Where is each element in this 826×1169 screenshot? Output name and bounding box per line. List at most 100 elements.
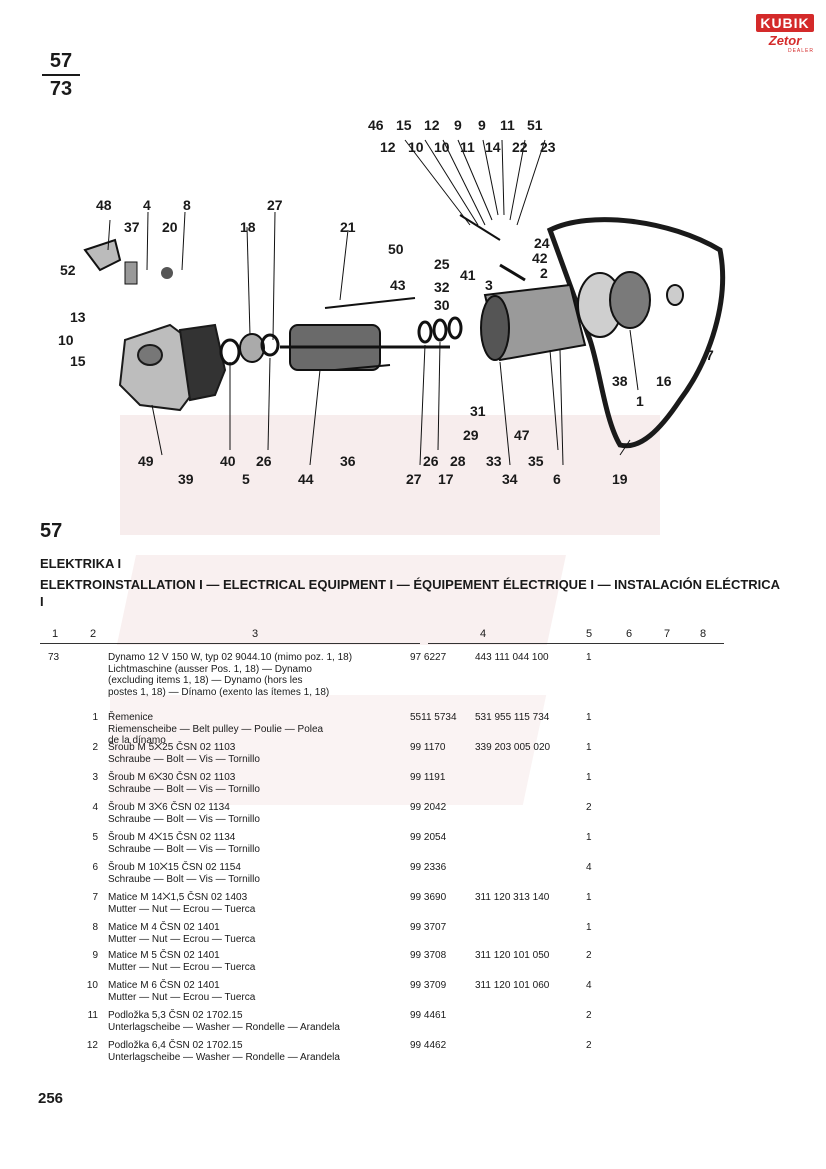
header-rule: [428, 643, 724, 644]
cell-quantity: 2: [586, 1010, 592, 1021]
callout-label: 12: [424, 117, 440, 133]
header-rule: [40, 643, 420, 644]
col-header-3: 3: [252, 628, 259, 640]
description-line: (excluding items 1, 18) — Dynamo (hors l…: [108, 675, 303, 686]
cell-description: Dynamo 12 V 150 W, typ 02 9044.10 (mimo …: [108, 652, 408, 698]
cell-part-number: 5511 5734: [410, 712, 457, 723]
callout-label: 6: [553, 471, 561, 487]
col-header-5: 5: [586, 628, 593, 640]
cell-part-number: 99 3707: [410, 922, 447, 933]
callout-label: 10: [58, 332, 74, 348]
callout-label: 26: [256, 453, 272, 469]
description-line: Šroub M 10⨉15 ČSN 02 1154: [108, 862, 241, 873]
cell-part-number: 97 6227: [410, 652, 447, 663]
callout-label: 37: [124, 219, 140, 235]
table-row: 73 Dynamo 12 V 150 W, typ 02 9044.10 (mim…: [0, 652, 826, 712]
callout-label: 52: [60, 262, 76, 278]
page-fraction: 57 73: [42, 50, 80, 100]
cell-position: 11: [87, 1010, 98, 1021]
description-line: Řemenice: [108, 712, 154, 723]
description-line: Schraube — Bolt — Vis — Tornillo: [108, 753, 260, 765]
logo-sub: Zetor: [768, 33, 802, 48]
dynamo-exploded-icon: [83, 139, 726, 466]
cell-quantity: 4: [586, 980, 592, 991]
description-line: Lichtmaschine (ausser Pos. 1, 18) — Dyna…: [108, 663, 312, 675]
description-line: Riemenscheibe — Belt pulley — Poulie — P…: [108, 723, 324, 735]
cell-part-number: 99 2042: [410, 802, 447, 813]
callout-label: 26: [423, 453, 439, 469]
description-line: Šroub M 6⨉30 ČSN 02 1103: [108, 772, 236, 783]
col-header-1: 1: [52, 628, 59, 640]
callout-label: 36: [340, 453, 356, 469]
callout-label: 35: [528, 453, 544, 469]
callout-label: 24: [534, 235, 550, 251]
callout-label: 38: [612, 373, 628, 389]
callout-label: 12: [380, 139, 396, 155]
description-line: Šroub M 4⨉15 ČSN 02 1134: [108, 832, 236, 843]
description-line: Šroub M 5⨉25 ČSN 02 1103: [108, 742, 236, 753]
callout-label: 15: [396, 117, 412, 133]
description-line: Podložka 5,3 ČSN 02 1702.15: [108, 1010, 243, 1021]
cell-group: 73: [48, 652, 60, 663]
cell-quantity: 2: [586, 802, 592, 813]
cell-position: 5: [92, 832, 98, 843]
callout-label: 4: [143, 197, 151, 213]
callout-label: 25: [434, 256, 450, 272]
callout-label: 11: [500, 117, 515, 133]
callout-label: 22: [512, 139, 528, 155]
description-line: Unterlagscheibe — Washer — Rondelle — Ar…: [108, 1051, 340, 1063]
col-header-7: 7: [664, 628, 671, 640]
section-title: ELEKTRIKA I: [40, 556, 122, 571]
cell-quantity: 1: [586, 772, 592, 783]
callout-label: 27: [267, 197, 283, 213]
col-header-8: 8: [700, 628, 707, 640]
description-line: Matice M 4 ČSN 02 1401: [108, 922, 220, 933]
callout-label: 23: [540, 139, 556, 155]
callout-label: 2: [540, 265, 548, 281]
cell-part-number: 99 4462: [410, 1040, 447, 1051]
callout-label: 10: [434, 139, 450, 155]
cell-position: 10: [86, 980, 98, 991]
kubik-zetor-logo: KUBIK Zetor DEALER: [756, 14, 814, 54]
group-number: 57: [40, 520, 63, 542]
cell-position: 7: [92, 892, 98, 903]
callout-label: 8: [183, 197, 191, 213]
callout-label: 39: [178, 471, 194, 487]
callout-label: 49: [138, 453, 154, 469]
callout-label: 19: [612, 471, 628, 487]
callout-label: 51: [527, 117, 543, 133]
cell-part-number: 99 1170: [410, 742, 446, 753]
callout-label: 34: [502, 471, 518, 487]
callout-label: 48: [96, 197, 112, 213]
cell-part-number: 99 1191: [410, 772, 446, 783]
description-line: Mutter — Nut — Ecrou — Tuerca: [108, 933, 256, 945]
cell-part-number: 99 4461: [410, 1010, 447, 1021]
callout-label: 16: [656, 373, 672, 389]
description-line: Schraube — Bolt — Vis — Tornillo: [108, 843, 260, 855]
description-line: Unterlagscheibe — Washer — Rondelle — Ar…: [108, 1021, 340, 1033]
cell-position: 1: [92, 712, 98, 723]
description-line: Schraube — Bolt — Vis — Tornillo: [108, 873, 260, 885]
callout-label: 17: [438, 471, 454, 487]
description-line: Šroub M 3⨉6 ČSN 02 1134: [108, 802, 230, 813]
description-line: Matice M 14⨉1,5 ČSN 02 1403: [108, 892, 248, 903]
cell-quantity: 1: [586, 742, 592, 753]
cell-position: 6: [92, 862, 98, 873]
description-line: Schraube — Bolt — Vis — Tornillo: [108, 813, 260, 825]
cell-position: 9: [92, 950, 98, 961]
callout-label: 13: [70, 309, 86, 325]
col-header-2: 2: [90, 628, 97, 640]
description-line: Matice M 5 ČSN 02 1401: [108, 950, 220, 961]
